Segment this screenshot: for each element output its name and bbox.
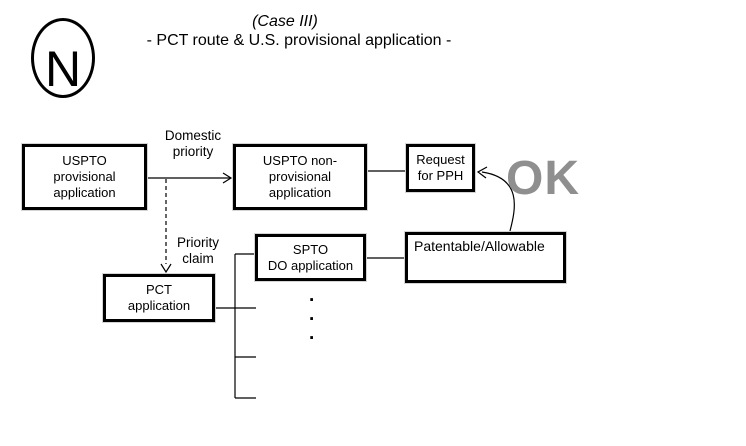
node-spto-do-application: SPTO DO application [255, 234, 366, 281]
node-request-for-pph: Request for PPH [406, 144, 475, 192]
priority-claim-label: Priority claim [176, 235, 219, 266]
n-logo: N [31, 18, 95, 98]
ok-label: OK [506, 152, 580, 205]
arrow-domestic-priority [147, 172, 233, 184]
node-pct-application: PCT application [103, 274, 215, 322]
node-patentable-allowable: Patentable/Allowable [405, 232, 566, 283]
diagram-title: - PCT route & U.S. provisional applicati… [146, 32, 452, 49]
n-logo-letter: N [44, 41, 82, 97]
node-uspto-non-provisional-application: USPTO non- provisional application [233, 144, 367, 210]
domestic-priority-label: Domestic priority [164, 128, 222, 159]
pct-branch-tree [215, 253, 256, 399]
continuation-dots: . . . [309, 285, 315, 344]
case-label: (Case III) [252, 13, 318, 30]
node-uspto-provisional-application: USPTO provisional application [22, 144, 147, 210]
